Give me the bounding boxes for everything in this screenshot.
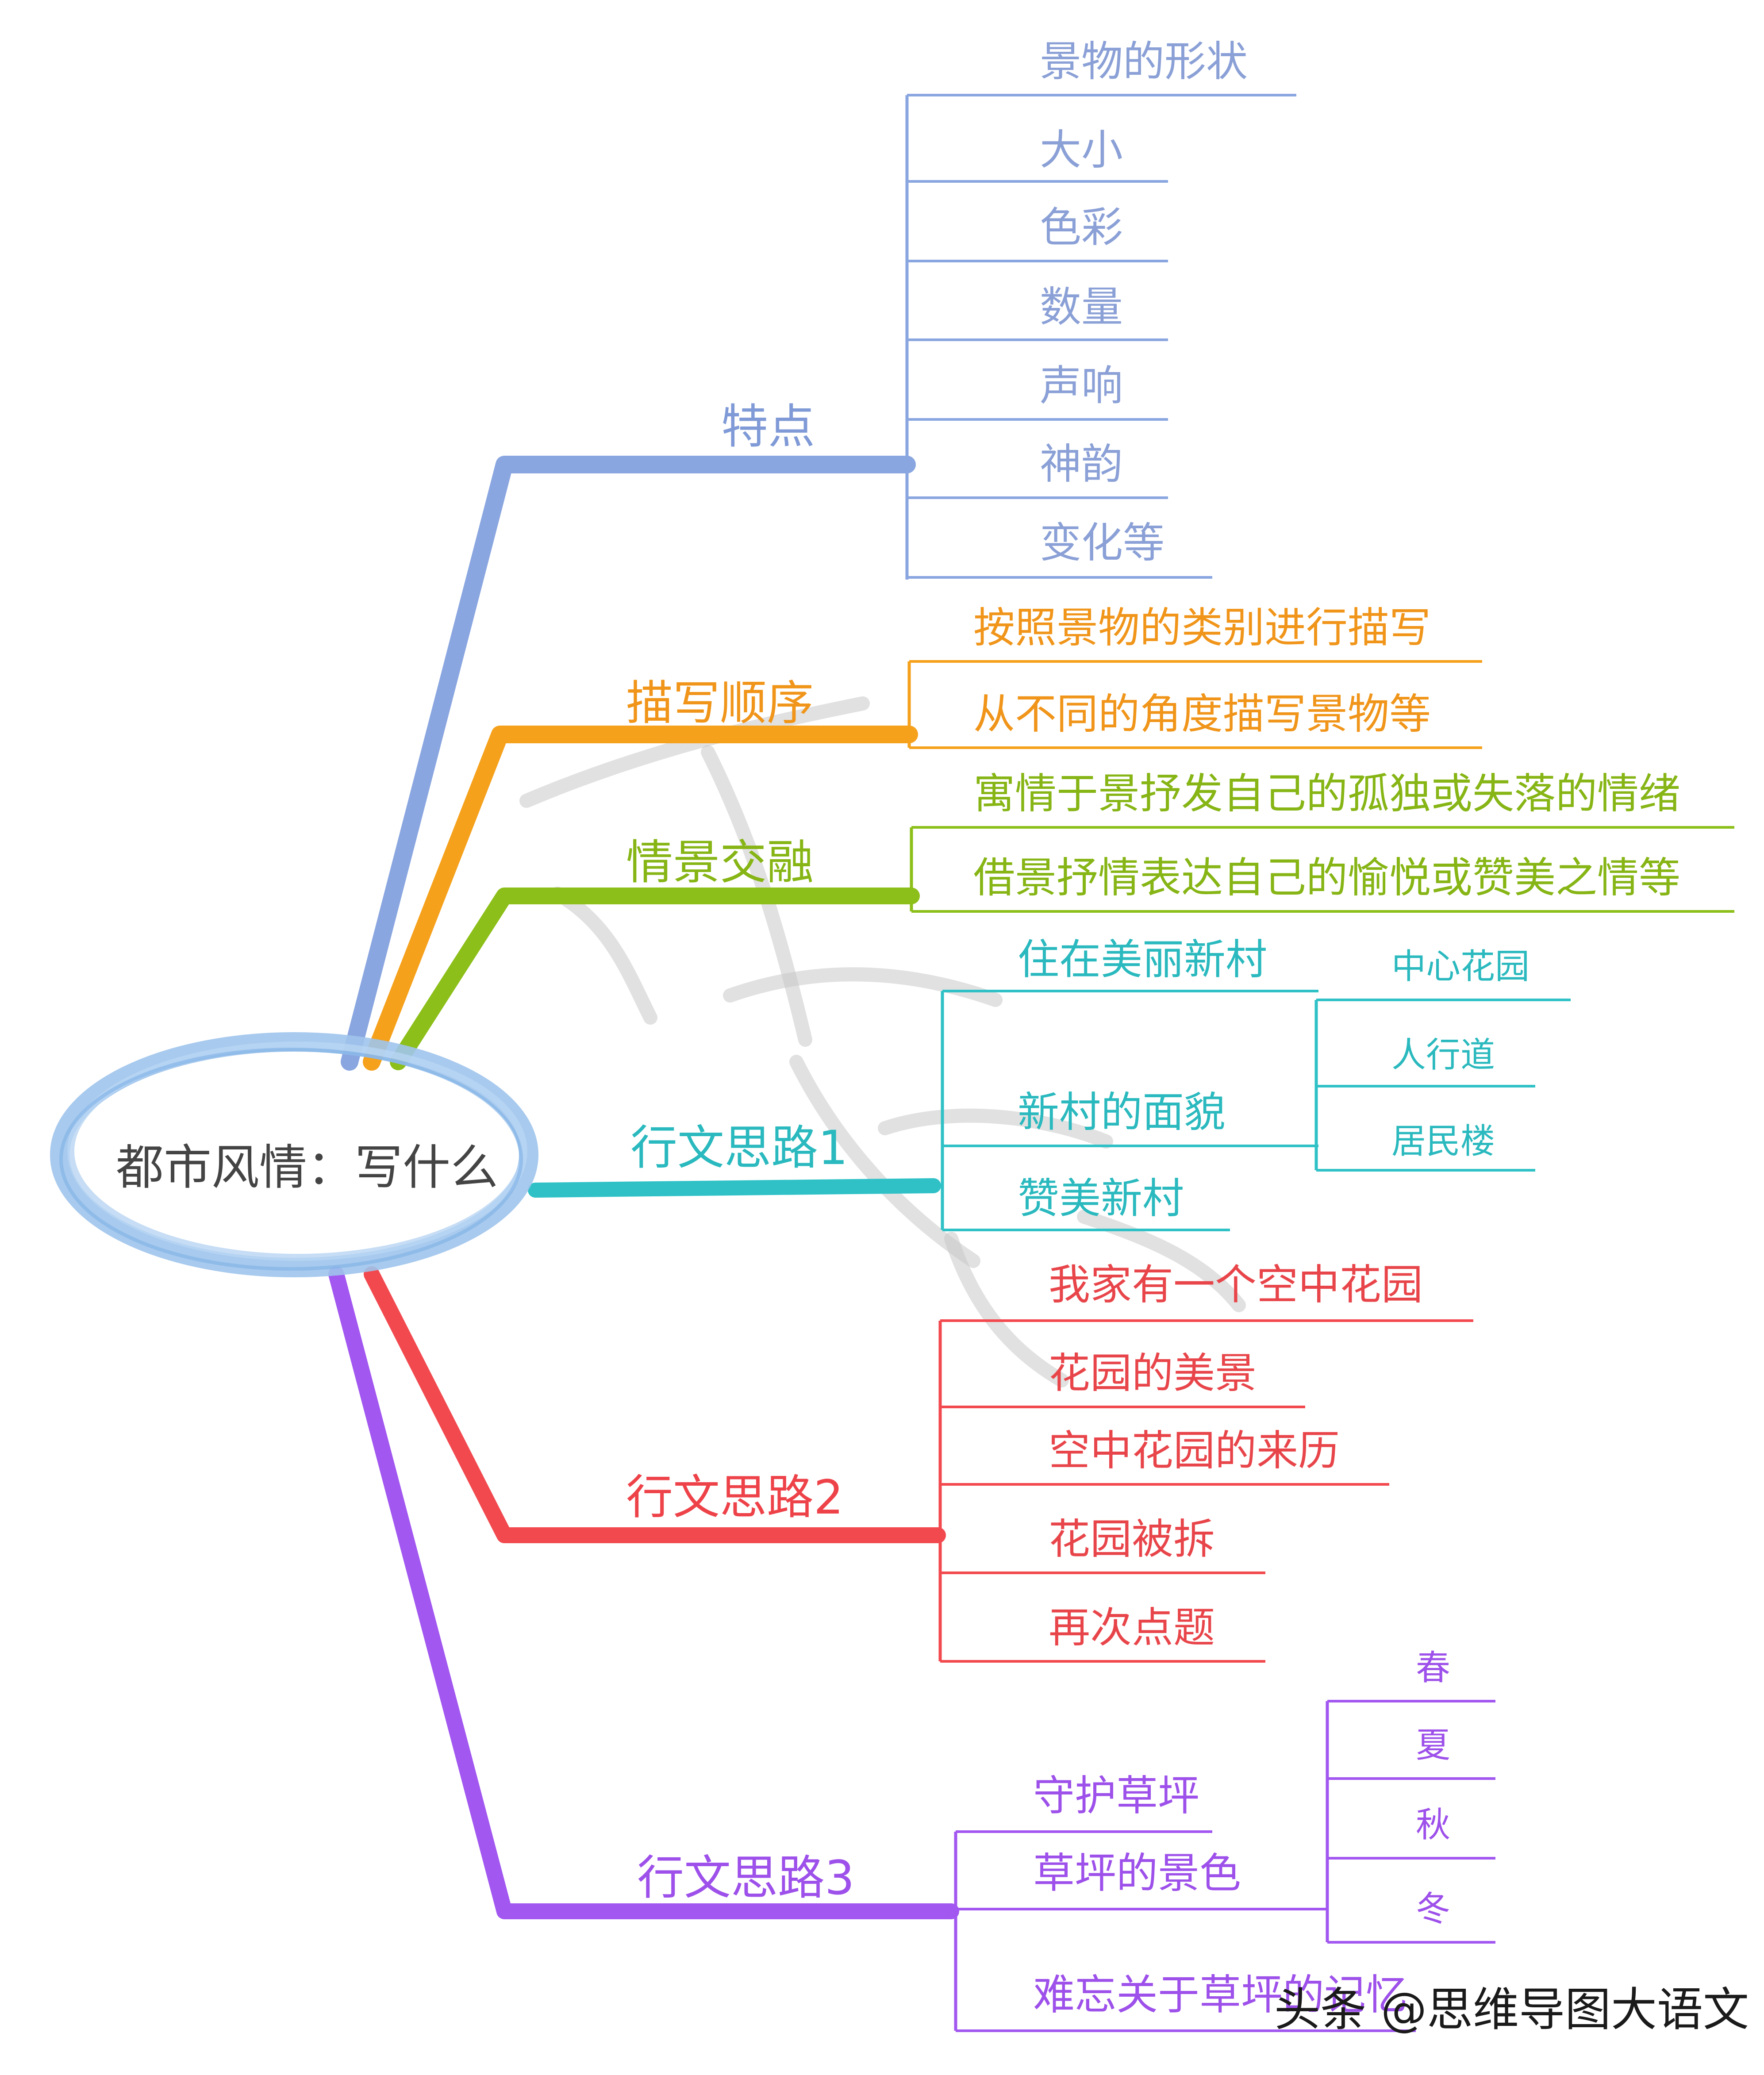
subleaf-label: 人行道	[1391, 1035, 1495, 1075]
branch-connector-b5	[364, 1266, 946, 1543]
leaf-label: 声响	[1040, 362, 1123, 410]
center-node-ring	[49, 1031, 540, 1279]
center-topic: 都市风情：写什么	[116, 1140, 499, 1195]
leaf-label: 赞美新村	[1018, 1175, 1184, 1223]
leaf-label: 色彩	[1040, 204, 1123, 252]
leaf-label: 守护草坪	[1033, 1772, 1200, 1820]
branch-label-b2: 描写顺序	[626, 676, 814, 730]
branch-connector-b6	[328, 1266, 959, 1919]
leaf-label: 按照景物的类别进行描写	[973, 604, 1431, 652]
leaf-label: 草坪的景色	[1033, 1849, 1241, 1898]
leaf-label: 景物的形状	[1040, 38, 1248, 86]
leaf-label: 寓情于景抒发自己的孤独或失落的情绪	[973, 770, 1681, 818]
leaf-label: 神韵	[1040, 440, 1123, 488]
branch-label-b5: 行文思路2	[626, 1470, 844, 1525]
leaf-label: 再次点题	[1049, 1604, 1215, 1652]
branch-connector-b3	[390, 888, 920, 1070]
branch-connector-b2	[363, 726, 918, 1071]
leaf-label: 新村的面貌	[1018, 1088, 1226, 1137]
branch-label-b1: 特点	[721, 400, 815, 454]
watermark-stroke	[878, 1108, 1113, 1149]
leaf-label: 难忘关于草坪的记忆	[1033, 1971, 1408, 2019]
branch-label-b6: 行文思路3	[637, 1851, 855, 1905]
leaf-label: 从不同的角度描写景物等	[973, 690, 1431, 738]
branch-connector-b4	[528, 1178, 941, 1198]
watermark-text: 头条 @思维导图大语文	[1274, 1983, 1749, 2037]
branch-label-b4: 行文思路1	[630, 1121, 848, 1175]
subleaf-label: 居民楼	[1391, 1122, 1495, 1161]
watermark-stroke	[550, 887, 657, 1025]
subleaf-label: 夏	[1416, 1725, 1451, 1765]
subleaf-label: 中心花园	[1391, 947, 1530, 987]
branch-label-b3: 情景交融	[626, 835, 814, 890]
leaf-label: 住在美丽新村	[1018, 936, 1268, 984]
subleaf-label: 冬	[1416, 1889, 1451, 1929]
watermark-stroke	[723, 967, 1003, 1007]
leaf-label: 变化等	[1040, 519, 1165, 567]
branch-connector-b1	[341, 456, 916, 1071]
subleaf-label: 秋	[1416, 1805, 1451, 1845]
leaf-label: 我家有一个空中花园	[1049, 1261, 1423, 1309]
leaf-label: 空中花园的来历	[1049, 1427, 1340, 1475]
leaf-label: 数量	[1040, 283, 1123, 331]
watermark-stroke	[944, 1232, 1069, 1387]
leaf-label: 大小	[1040, 126, 1123, 174]
leaf-label: 借景抒情表达自己的愉悦或赞美之情等	[973, 854, 1681, 902]
subleaf-label: 春	[1416, 1648, 1451, 1688]
leaf-label: 花园的美景	[1049, 1349, 1257, 1398]
leaf-label: 花园被拆	[1049, 1515, 1215, 1564]
watermark-stroke	[1077, 1210, 1246, 1312]
